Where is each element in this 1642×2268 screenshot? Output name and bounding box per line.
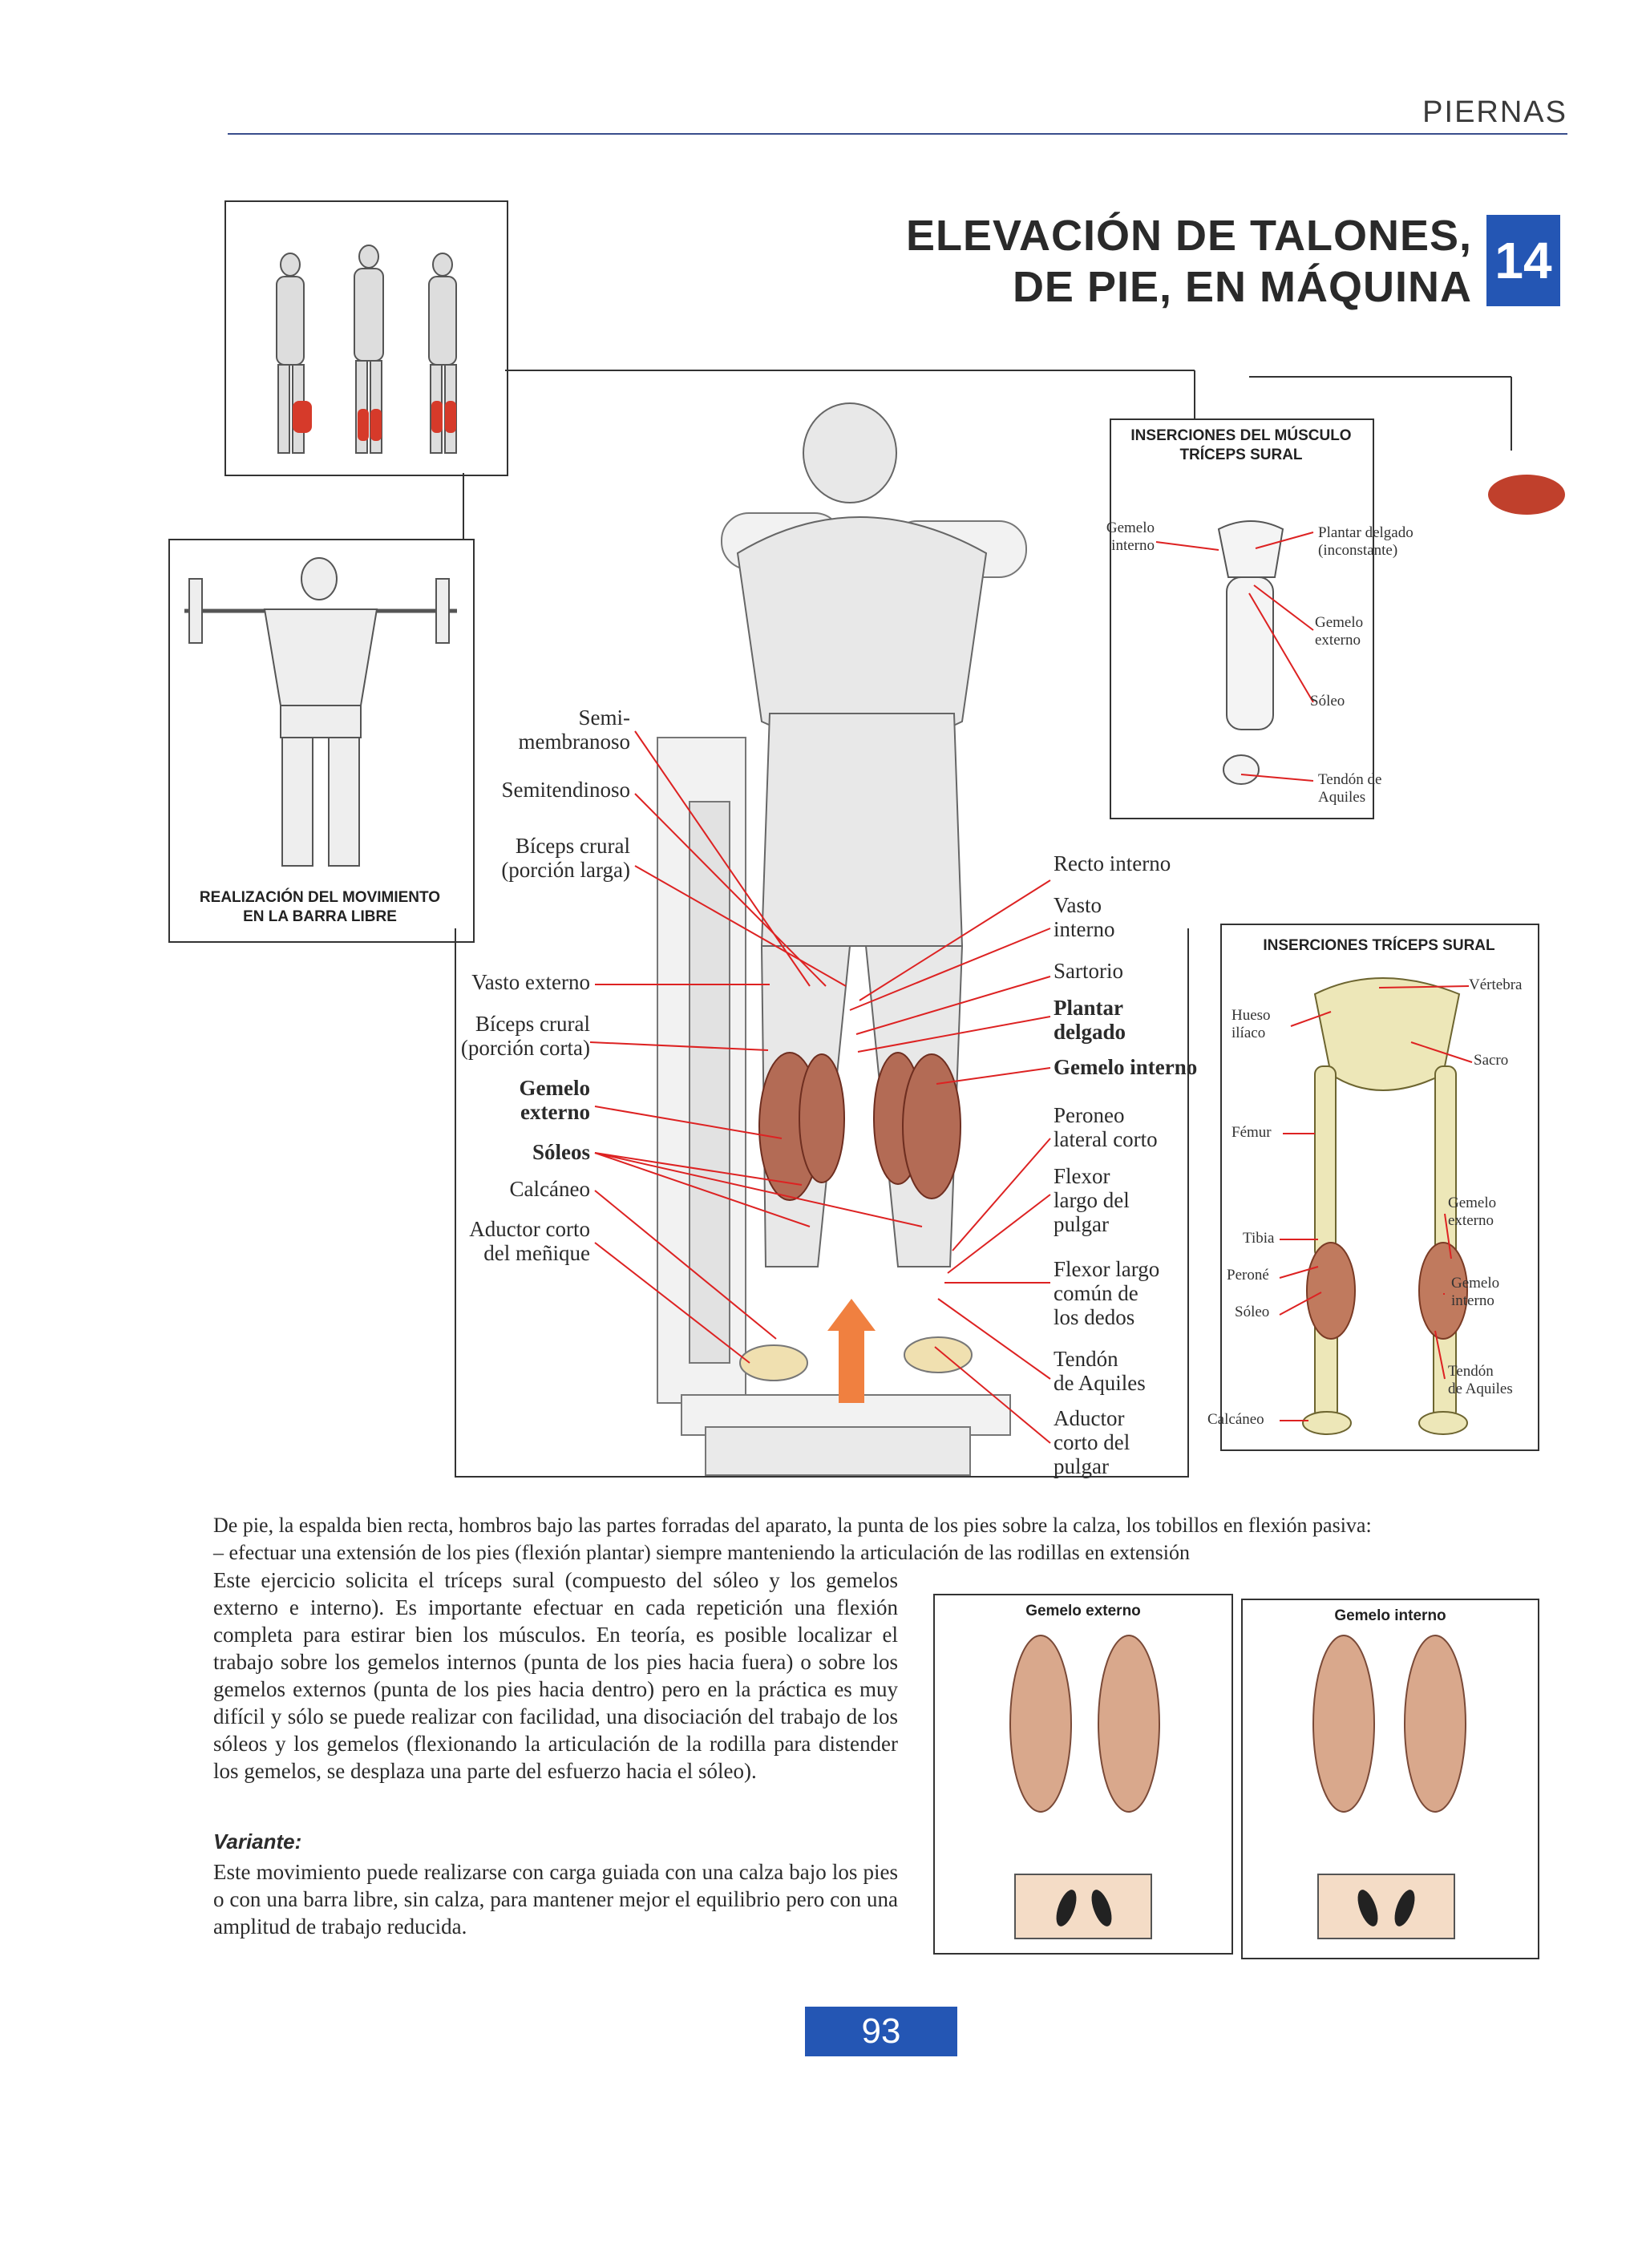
title-line-2: DE PIE, EN MÁQUINA bbox=[1012, 263, 1472, 311]
feet bbox=[739, 1336, 973, 1381]
sk-label-calcaneo: Calcáneo bbox=[1207, 1411, 1264, 1428]
section-marker bbox=[1488, 475, 1565, 515]
page-number: 93 bbox=[805, 2007, 957, 2056]
sk-label-soleo: Sóleo bbox=[1235, 1304, 1270, 1320]
label-gemelo-interno: Gemelo interno bbox=[1054, 1055, 1198, 1079]
variant-title: Variante: bbox=[213, 1829, 302, 1854]
label-biceps-larga: Bíceps crural(porción larga) bbox=[501, 834, 630, 882]
body-paragraph: Este ejercicio solicita el tríceps sural… bbox=[213, 1568, 898, 1783]
panel-left-title: Gemelo externo bbox=[1025, 1603, 1141, 1619]
intro-line-2: – efectuar una extensión de los pies (fl… bbox=[213, 1541, 1190, 1564]
label-calcaneo: Calcáneo bbox=[509, 1177, 590, 1201]
section-header: PIERNAS bbox=[228, 95, 1567, 135]
sk-label-perone: Peroné bbox=[1227, 1267, 1269, 1284]
exercise-title: ELEVACIÓN DE TALONES, DE PIE, EN MÁQUINA bbox=[906, 210, 1472, 313]
free-bar-athlete bbox=[184, 557, 457, 867]
title-line-1: ELEVACIÓN DE TALONES, bbox=[905, 212, 1472, 260]
label-semimembranoso: Semi-membranoso bbox=[518, 705, 630, 754]
free-bar-figure bbox=[168, 539, 475, 943]
tibia-bone-drawing bbox=[1217, 520, 1284, 785]
exercise-number-badge: 14 bbox=[1486, 215, 1560, 306]
up-arrow bbox=[827, 1299, 876, 1403]
label-soleos: Sóleos bbox=[532, 1140, 590, 1164]
sk-label-tibia: Tibia bbox=[1243, 1230, 1275, 1247]
ins-label-plantar: Plantar delgado(inconstante) bbox=[1318, 524, 1413, 559]
panel-right-title: Gemelo interno bbox=[1334, 1607, 1446, 1624]
gemelo-interno-legs bbox=[1312, 1635, 1466, 1813]
sk-label-sacro: Sacro bbox=[1474, 1052, 1509, 1069]
sk-label-vertebra: Vértebra bbox=[1469, 976, 1523, 993]
free-bar-caption: REALIZACIÓN DEL MOVIMIENTO EN LA BARRA L… bbox=[199, 889, 441, 925]
feet-outward-box bbox=[1014, 1874, 1152, 1939]
skeleton-title: INSERCIONES TRÍCEPS SURAL bbox=[1263, 937, 1495, 954]
label-vasto-externo: Vasto externo bbox=[471, 970, 590, 994]
gemelo-externo-legs bbox=[1009, 1635, 1160, 1813]
variant-paragraph: Este movimiento puede realizarse con car… bbox=[213, 1860, 898, 1939]
label-semitendinoso: Semitendinoso bbox=[501, 778, 631, 802]
intro-line-1: De pie, la espalda bien recta, hombros b… bbox=[213, 1514, 1372, 1537]
main-figure-frame bbox=[455, 928, 1189, 1478]
label-sartorio: Sartorio bbox=[1054, 959, 1123, 983]
feet-inward-box bbox=[1317, 1874, 1455, 1939]
sk-label-femur: Fémur bbox=[1232, 1124, 1272, 1141]
calf-muscles bbox=[758, 1052, 961, 1201]
label-recto-interno: Recto interno bbox=[1054, 851, 1171, 875]
ins-label-soleo: Sóleo bbox=[1310, 693, 1345, 710]
section-title: PIERNAS bbox=[1422, 95, 1567, 129]
label-biceps-corta: Bíceps crural(porción corta) bbox=[460, 1012, 590, 1060]
